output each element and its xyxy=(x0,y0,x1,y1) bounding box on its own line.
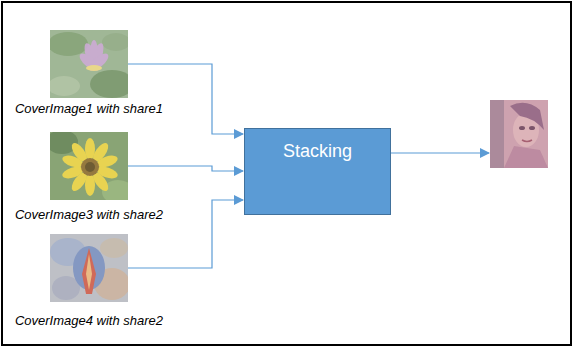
process-box: Stacking xyxy=(244,128,391,215)
cover-image-lily xyxy=(50,30,128,98)
cover-image-figure xyxy=(50,234,128,302)
cover-image: CoverImage4 with share2 xyxy=(50,234,128,302)
connector-arrow xyxy=(128,166,243,171)
box-label: Stacking xyxy=(245,141,390,162)
image-caption: CoverImage3 with share2 xyxy=(15,207,163,222)
cover-image: CoverImage3 with share2 xyxy=(50,132,128,200)
image-caption: CoverImage4 with share2 xyxy=(15,313,163,328)
revealed-secret-image xyxy=(490,100,548,168)
cover-image: CoverImage1 with share1 xyxy=(50,30,128,98)
image-caption: CoverImage1 with share1 xyxy=(15,101,163,116)
cover-image-sunflower xyxy=(50,132,128,200)
connector-arrow xyxy=(128,64,243,134)
output-arrow xyxy=(377,152,489,153)
